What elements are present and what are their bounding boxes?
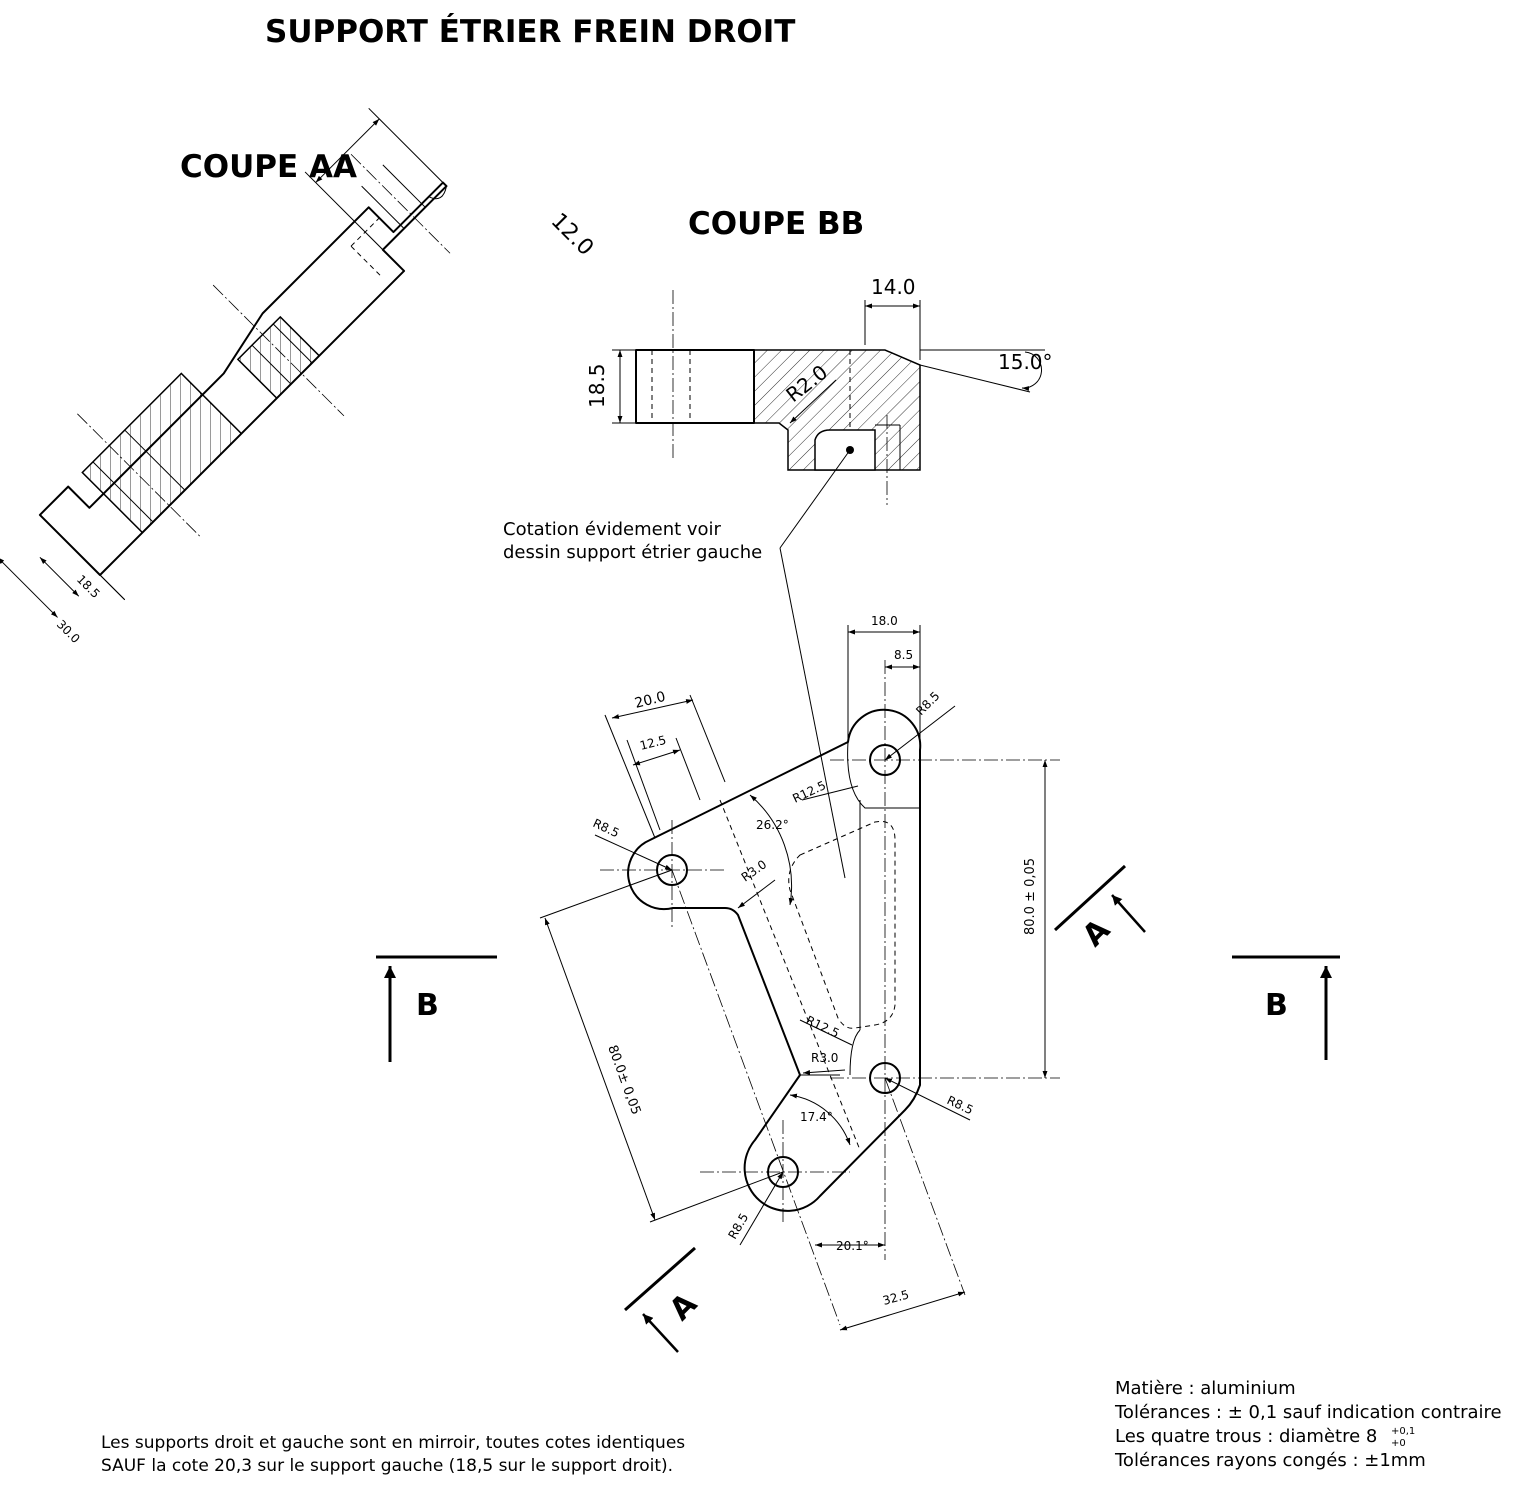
plan-dim-r12-5-top: R12.5 <box>790 778 828 806</box>
pocket-hidden <box>788 820 896 1029</box>
section-bb-dim-14: 14.0 <box>871 275 916 299</box>
section-bb-pocket <box>814 429 876 471</box>
plan-dim-80-diagonal: 80.0± 0,05 <box>604 1043 643 1117</box>
note-mirror-line-2: SAUF la cote 20,3 sur le support gauche … <box>101 1456 673 1476</box>
note-fillets: Tolérances rayons congés : ±1mm <box>1114 1450 1426 1471</box>
plan-dim-r12-5-mid: R12.5 <box>804 1013 842 1041</box>
note-material: Matière : aluminium <box>1115 1378 1296 1399</box>
section-aa-hatch-main <box>81 372 243 534</box>
plan-dim-12-5: 12.5 <box>638 733 667 753</box>
plan-dim-r8-5-right: R8.5 <box>945 1093 976 1117</box>
plan-dim-r8-5-left: R8.5 <box>591 816 622 840</box>
section-aa-dim-30: 30.0 <box>54 617 83 646</box>
plan-dim-r8-5-bottom: R8.5 <box>725 1211 751 1242</box>
plan-dim-20: 20.0 <box>633 689 667 712</box>
note-tolerances: Tolérances : ± 0,1 sauf indication contr… <box>1114 1402 1502 1423</box>
callout-line-1: Cotation évidement voir <box>503 519 722 540</box>
bracket-outline <box>627 708 922 1212</box>
plan-dim-angle-26: 26.2° <box>756 818 789 832</box>
plan-view <box>539 625 1060 1331</box>
plan-dim-r3-upper: R3.0 <box>739 857 769 884</box>
section-bb-hatch <box>753 349 921 471</box>
section-marker-a-bottom <box>624 1246 696 1353</box>
section-aa-hatch-second <box>236 315 321 400</box>
section-bb-view <box>612 290 1045 879</box>
plan-dim-r3-lower: R3.0 <box>811 1051 838 1065</box>
section-aa-dim-12: 12.0 <box>546 209 598 261</box>
section-bb-dim-18-5: 18.5 <box>585 363 609 408</box>
section-marker-b-left <box>376 955 497 1062</box>
plan-dim-80-vertical: 80.0 ± 0,05 <box>1023 858 1038 935</box>
plan-dim-angle-17: 17.4° <box>800 1110 833 1124</box>
section-aa-view <box>0 107 451 618</box>
drawing-title: SUPPORT ÉTRIER FREIN DROIT <box>265 14 795 50</box>
section-letter-a-top: A <box>1076 912 1118 954</box>
note-mirror-line-1: Les supports droit et gauche sont en mir… <box>101 1433 685 1453</box>
note-holes-tol-lower: +0 <box>1391 1438 1406 1449</box>
section-marker-a-top <box>1053 864 1146 933</box>
note-holes-tol-upper: +0,1 <box>1391 1426 1415 1437</box>
note-holes: Les quatre trous : diamètre 8 <box>1115 1426 1377 1447</box>
plan-dim-32-5: 32.5 <box>881 1287 910 1307</box>
section-letter-b-left: B <box>416 988 439 1023</box>
section-letter-b-right: B <box>1265 988 1288 1023</box>
section-bb-dim-angle: 15.0° <box>998 350 1053 374</box>
plan-dim-8-5: 8.5 <box>894 648 913 662</box>
section-aa-title: COUPE AA <box>180 149 357 185</box>
plan-dim-r8-5-top: R8.5 <box>913 689 942 718</box>
section-aa-dim-18-5: 18.5 <box>74 572 103 601</box>
section-marker-b-right <box>1232 955 1340 1060</box>
plan-dim-18: 18.0 <box>871 614 898 628</box>
plan-dim-angle-20: 20.1° <box>836 1239 869 1253</box>
section-letter-a-bottom: A <box>663 1286 705 1328</box>
callout-line-2: dessin support étrier gauche <box>503 542 762 563</box>
section-bb-title: COUPE BB <box>688 206 864 242</box>
